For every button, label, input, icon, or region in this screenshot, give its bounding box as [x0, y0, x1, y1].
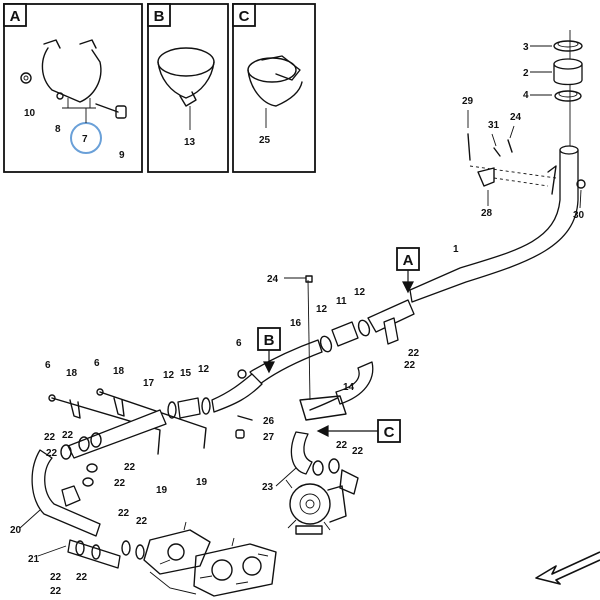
- upper-bracket-assembly: 29 31 24 28 30: [462, 96, 586, 221]
- part-label-3: 3: [523, 42, 529, 53]
- part-label-10: 10: [24, 108, 36, 119]
- part-label-6-mid: 6: [236, 338, 242, 349]
- svg-text:C: C: [384, 424, 395, 441]
- part-label-24-mid: 24: [267, 274, 279, 285]
- part-label-23: 23: [262, 482, 274, 493]
- part-label-9: 9: [119, 150, 125, 161]
- detail-panel-a: A 10 8 7 9: [3, 3, 143, 173]
- part-label-7: 7: [82, 134, 88, 145]
- part-label-22-h: 22: [124, 462, 136, 473]
- svg-text:A: A: [403, 252, 414, 269]
- part-label-18-b: 18: [113, 366, 125, 377]
- part-label-15: 15: [180, 368, 192, 379]
- part-label-28: 28: [481, 208, 493, 219]
- part-label-22-k: 22: [76, 572, 88, 583]
- part-label-12-c: 12: [163, 370, 175, 381]
- part-label-17: 17: [143, 378, 155, 389]
- left-pipe-section: 6 6 18 18 17 22 22 22 22 22 19 19 20 21 …: [10, 358, 208, 597]
- callout-a: A: [396, 247, 420, 294]
- panel-a-letter: A: [10, 8, 21, 25]
- part-label-13: 13: [184, 137, 196, 148]
- part-label-22-e: 22: [44, 432, 56, 443]
- part-label-20: 20: [10, 525, 22, 536]
- exhaust-pipe-1: 1: [409, 145, 579, 303]
- part-label-12-d: 12: [198, 364, 210, 375]
- panel-b-letter: B: [154, 8, 165, 25]
- direction-arrow-icon: [535, 551, 600, 585]
- part-label-22-c: 22: [336, 440, 348, 451]
- part-label-11: 11: [336, 296, 347, 307]
- part-label-27: 27: [263, 432, 275, 443]
- part-label-22-g: 22: [46, 448, 58, 459]
- part-label-6-left-a: 6: [45, 360, 51, 371]
- part-label-25: 25: [259, 135, 271, 146]
- part-label-4: 4: [523, 90, 529, 101]
- callout-b: B: [257, 327, 281, 374]
- part-label-8: 8: [55, 124, 61, 135]
- part-label-19-b: 19: [196, 477, 208, 488]
- detail-panel-c: C 25: [232, 3, 316, 173]
- callout-c: C: [316, 419, 401, 443]
- part-label-30: 30: [573, 210, 585, 221]
- part-label-22-m: 22: [136, 516, 148, 527]
- part-label-29: 29: [462, 96, 474, 107]
- part-label-16: 16: [290, 318, 302, 329]
- engine-block-lower: [143, 521, 277, 597]
- part-label-12-b: 12: [354, 287, 366, 298]
- detail-panel-b: B 13: [147, 3, 229, 173]
- part-label-14: 14: [343, 382, 355, 393]
- part-label-22-d: 22: [352, 446, 364, 457]
- panel-c-letter: C: [239, 8, 250, 25]
- part-label-22-b: 22: [404, 360, 416, 371]
- part-label-22-f: 22: [62, 430, 74, 441]
- part-label-31: 31: [488, 120, 500, 131]
- part-label-22-i: 22: [114, 478, 126, 489]
- upper-stack-assembly: 3 2 4: [523, 30, 583, 150]
- part-label-22-j: 22: [50, 572, 62, 583]
- part-label-21: 21: [28, 554, 40, 565]
- part-label-22-a: 22: [408, 348, 420, 359]
- svg-text:B: B: [264, 332, 275, 349]
- part-label-24-top: 24: [510, 112, 522, 123]
- part-label-12-a: 12: [316, 304, 328, 315]
- part-label-26: 26: [263, 416, 275, 427]
- part-label-18-a: 18: [66, 368, 78, 379]
- part-label-19-a: 19: [156, 485, 168, 496]
- part-label-1: 1: [453, 244, 459, 255]
- part-label-22-n: 22: [50, 586, 62, 597]
- part-label-2: 2: [523, 68, 529, 79]
- part-label-22-l: 22: [118, 508, 130, 519]
- part-label-6-left-b: 6: [94, 358, 100, 369]
- turbocharger-right: [285, 479, 347, 535]
- middle-pipe-section: 24 12 11 12 16 6 22 22 14 12 15 12 26 27…: [163, 274, 420, 495]
